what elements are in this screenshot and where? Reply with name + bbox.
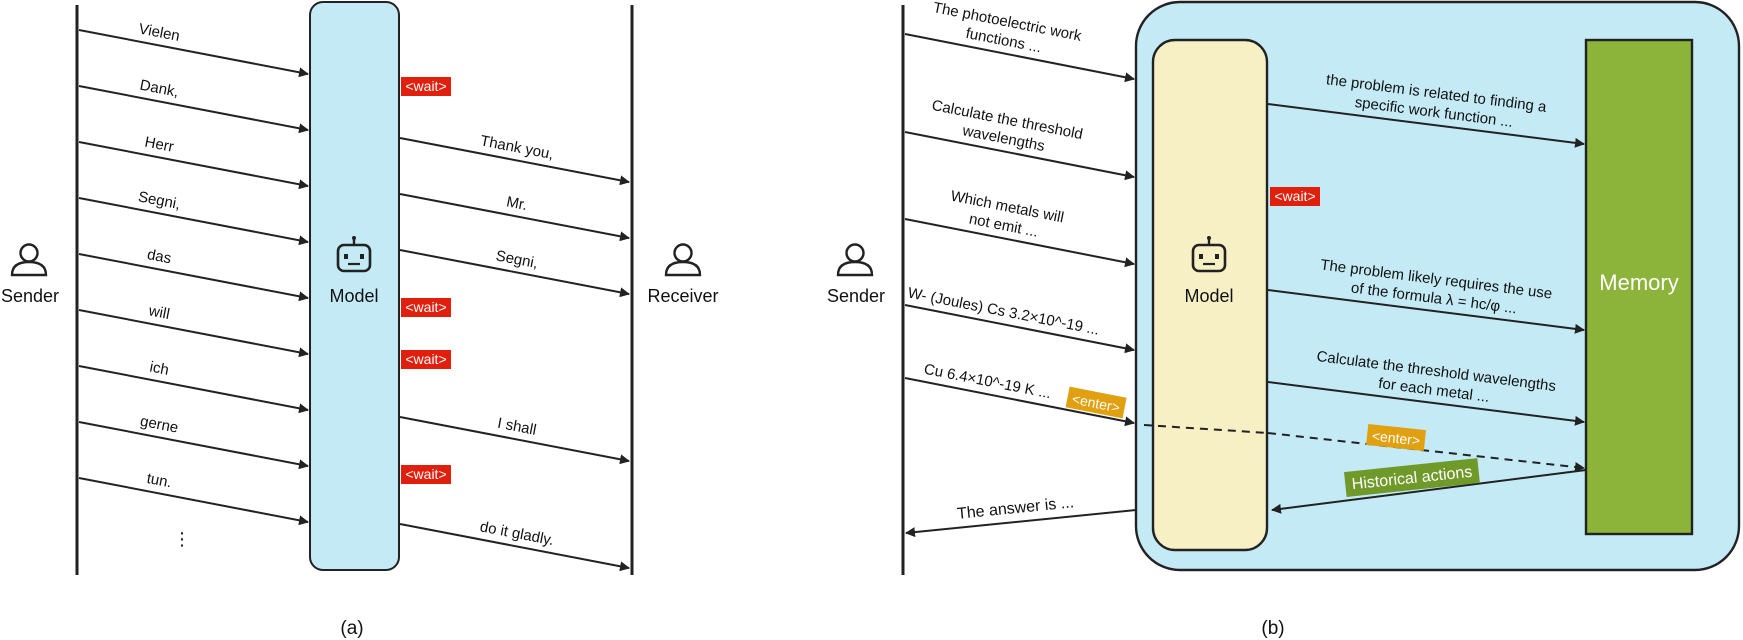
sender-label: Sender xyxy=(1,286,59,306)
source-word-arrow xyxy=(78,29,309,78)
source-word-label: tun. xyxy=(145,470,173,491)
svg-text:<wait>: <wait> xyxy=(405,466,446,482)
source-word-label: das xyxy=(146,246,173,267)
output-word-label: I shall xyxy=(496,415,538,439)
source-word-label: will xyxy=(146,302,171,323)
wait-tag: <wait> xyxy=(401,350,451,369)
source-word-arrow xyxy=(78,197,309,246)
continuation-ellipsis: ⋮ xyxy=(173,529,191,549)
sender-input-arrow xyxy=(904,377,1135,427)
model-box xyxy=(1151,38,1269,552)
svg-text:das: das xyxy=(146,246,173,267)
memory-write-arrow xyxy=(1267,381,1585,426)
output-word-label: Mr. xyxy=(505,193,529,214)
source-word-label: Vielen xyxy=(137,20,181,45)
memory-box xyxy=(1584,38,1694,536)
sender-input-arrow xyxy=(904,33,1135,83)
receiver-label: Receiver xyxy=(647,286,718,306)
model-robot-icon xyxy=(1191,236,1227,273)
wait-tag: <wait> xyxy=(401,77,451,96)
enter-dashed-arrow xyxy=(1143,424,1269,434)
source-word-arrow xyxy=(78,309,309,358)
wait-tags: <wait> <wait> <wait> <wait> xyxy=(401,77,451,484)
sender-input-arrow xyxy=(904,304,1135,354)
output-word-arrow xyxy=(399,416,630,465)
svg-text:Segni,: Segni, xyxy=(494,247,539,272)
svg-text:<wait>: <wait> xyxy=(405,299,446,315)
historical-actions-arrow xyxy=(1271,469,1587,514)
output-word-arrow xyxy=(399,193,630,242)
svg-text:ich: ich xyxy=(148,359,170,379)
output-word-arrow xyxy=(399,249,630,298)
sender-label: Sender xyxy=(827,286,885,306)
output-word-label: Thank you, xyxy=(479,132,555,163)
svg-text:<wait>: <wait> xyxy=(405,78,446,94)
svg-text:Dank,: Dank, xyxy=(138,77,180,101)
receiver-person-icon xyxy=(664,243,702,277)
svg-text:Cu 6.4×10^-19 K ...: Cu 6.4×10^-19 K ... xyxy=(923,361,1053,403)
source-word-arrow xyxy=(78,141,309,190)
svg-text:Thank you,: Thank you, xyxy=(479,132,555,163)
sender-person-icon xyxy=(10,243,48,277)
caption-b: (b) xyxy=(1261,618,1284,639)
wait-tag: <wait> xyxy=(401,465,451,484)
source-word-arrow xyxy=(78,365,309,414)
output-word-arrow xyxy=(399,137,630,186)
svg-text:tun.: tun. xyxy=(145,470,173,491)
panel-b: Sender Model Memory The photoelectric wo… xyxy=(827,0,1741,639)
svg-text:do it gladly.: do it gladly. xyxy=(479,518,556,549)
svg-text:<wait>: <wait> xyxy=(405,351,446,367)
memory-write-arrow xyxy=(1267,289,1585,334)
source-word-label: Segni, xyxy=(137,188,182,213)
svg-text:Vielen: Vielen xyxy=(137,20,181,45)
enter-tag-input: <enter> xyxy=(1065,386,1127,419)
sender-input-arrow xyxy=(904,131,1135,181)
svg-text:<enter>: <enter> xyxy=(1371,428,1421,449)
model-label: Model xyxy=(1184,286,1233,306)
sender-input-arrow xyxy=(904,218,1135,268)
sender-input-label: Cu 6.4×10^-19 K ... xyxy=(923,361,1053,403)
model-label: Model xyxy=(329,286,378,306)
output-word-arrow xyxy=(399,523,630,572)
model-box xyxy=(309,1,400,571)
source-word-arrow xyxy=(78,477,309,526)
svg-text:I shall: I shall xyxy=(496,415,538,439)
source-word-label: gerne xyxy=(139,413,180,437)
memory-label: Memory xyxy=(1599,270,1678,295)
source-word-arrow xyxy=(78,85,309,134)
sender-person-icon xyxy=(836,243,874,277)
source-word-arrow xyxy=(78,421,309,470)
source-word-label: ich xyxy=(148,359,170,379)
wait-tag: <wait> xyxy=(1270,187,1320,206)
svg-text:Segni,: Segni, xyxy=(137,188,182,213)
enter-dashed-arrow-end xyxy=(1267,432,1585,472)
output-word-label: do it gladly. xyxy=(479,518,556,549)
output-word-label: Segni, xyxy=(494,247,539,272)
svg-text:Mr.: Mr. xyxy=(505,193,529,214)
source-word-arrow xyxy=(78,253,309,302)
source-word-label: Dank, xyxy=(138,77,180,101)
svg-text:<wait>: <wait> xyxy=(1274,188,1315,204)
answer-arrow xyxy=(905,509,1137,538)
svg-text:will: will xyxy=(146,302,171,323)
source-word-label: Herr xyxy=(143,134,175,156)
svg-text:Herr: Herr xyxy=(143,134,175,156)
wait-tag: <wait> xyxy=(401,298,451,317)
memory-write-arrow xyxy=(1267,103,1585,148)
model-robot-icon xyxy=(336,236,372,273)
svg-text:gerne: gerne xyxy=(139,413,180,437)
caption-a: (a) xyxy=(340,618,363,639)
enter-tag-memory: <enter> xyxy=(1366,424,1426,451)
